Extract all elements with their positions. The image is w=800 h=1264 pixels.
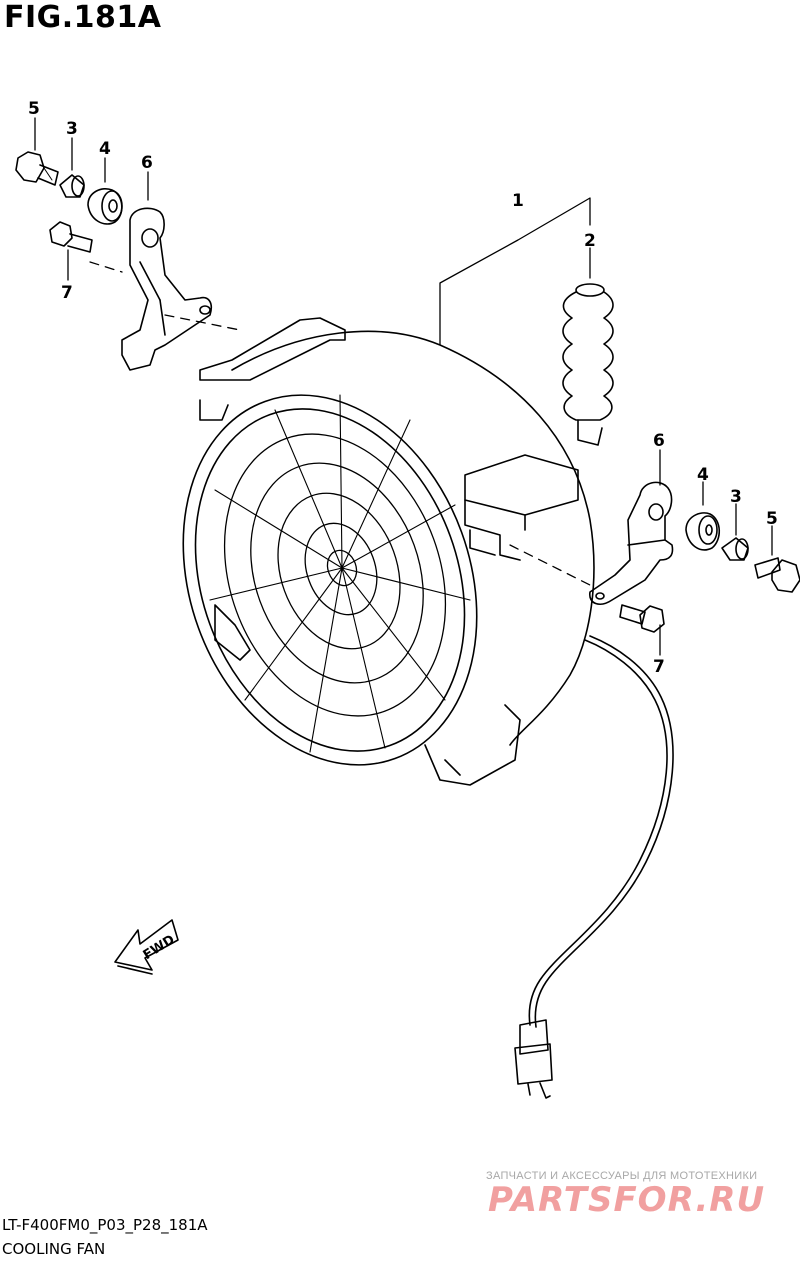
watermark-logo: PARTSFOR.RU [488, 1180, 766, 1220]
fwd-arrow-icon [114, 919, 179, 975]
collar-3-left [59, 174, 85, 198]
boot-2 [562, 283, 614, 446]
figure-title: FIG.181A [4, 0, 162, 35]
callout-7-left: 7 [61, 283, 73, 303]
collar-3-right [721, 537, 749, 561]
callout-3-right: 3 [730, 487, 742, 507]
bracket-6-right [589, 481, 674, 605]
fwd-label: FWD [141, 932, 178, 963]
callout-4-right: 4 [697, 465, 709, 485]
connector [514, 1019, 553, 1099]
fan-cable [528, 635, 674, 1028]
figure-name: COOLING FAN [2, 1240, 106, 1258]
callout-6-left: 6 [141, 153, 153, 173]
callout-7-right: 7 [653, 657, 665, 677]
drawing-code: LT-F400FM0_P03_P28_181A [2, 1216, 208, 1234]
callout-2: 2 [584, 231, 596, 251]
bolt-5-right [754, 557, 800, 593]
leader-lines [34, 117, 773, 656]
callout-5-right: 5 [766, 509, 778, 529]
bolt-7-left [49, 221, 93, 253]
watermark-tagline: ЗАПЧАСТИ И АКСЕССУАРЫ ДЛЯ МОТОТЕХНИКИ [486, 1170, 758, 1182]
bolt-7-right [619, 604, 665, 633]
bracket-6-left [121, 207, 213, 371]
callout-1: 1 [512, 191, 524, 211]
callout-5-left: 5 [28, 99, 40, 119]
bolt-5-left [15, 151, 59, 186]
callout-6-right: 6 [653, 431, 665, 451]
callout-3-left: 3 [66, 119, 78, 139]
fan-housing [182, 317, 595, 786]
grommet-4-right [685, 512, 721, 551]
callout-4-left: 4 [99, 139, 111, 159]
grommet-4-left [87, 188, 123, 225]
